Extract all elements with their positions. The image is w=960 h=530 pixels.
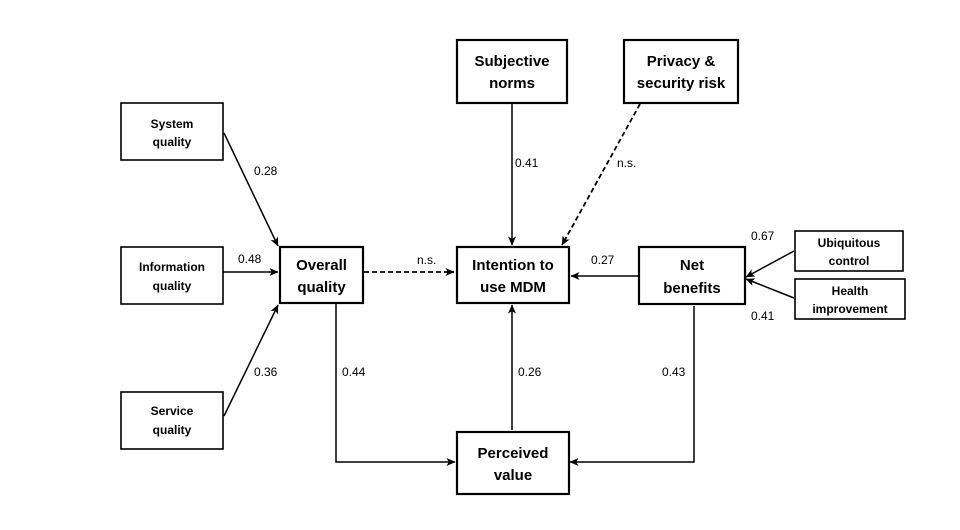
edge-label-overall-intention: n.s. [417, 253, 436, 267]
node-ubiquitous-control-line-1: Ubiquitous [818, 236, 881, 250]
edge-label-information-overall: 0.48 [238, 252, 262, 266]
edge-net-to-perceived [569, 306, 695, 467]
edge-label-privacy-intention: n.s. [617, 156, 636, 170]
node-ubiquitous-control-line-2: control [829, 254, 870, 268]
node-system-quality: System quality [120, 102, 224, 161]
node-service-quality-line-2: quality [153, 423, 192, 437]
node-net-benefits-line-2: benefits [663, 280, 721, 297]
node-overall-quality: Overall quality [278, 245, 365, 305]
nodes: System quality Information quality Servi… [120, 38, 906, 496]
node-information-quality-line-1: Information [139, 260, 205, 274]
node-privacy-security-risk: Privacy & security risk [622, 38, 740, 105]
edge-label-perceived-intention: 0.26 [518, 365, 542, 379]
edge-label-net-perceived: 0.43 [662, 365, 686, 379]
node-subjective-norms: Subjective norms [455, 38, 569, 105]
edge-label-overall-perceived: 0.44 [342, 365, 366, 379]
node-health-improvement: Health improvement [794, 278, 906, 320]
edge-overall-to-perceived [335, 303, 456, 467]
edge-label-ubiquitous-net: 0.67 [751, 229, 775, 243]
node-perceived-value-line-1: Perceived [478, 445, 549, 462]
edge-label-subjective-intention: 0.41 [515, 156, 539, 170]
edges: 0.28 0.48 0.36 n.s. 0.41 n.s. 0.27 0.67 … [223, 103, 795, 467]
edge-label-system-overall: 0.28 [254, 164, 278, 178]
edge-health-to-net [745, 278, 795, 299]
node-ubiquitous-control: Ubiquitous control [794, 230, 904, 272]
edge-service-to-overall [223, 304, 279, 417]
node-perceived-value-line-2: value [494, 467, 532, 484]
node-perceived-value: Perceived value [455, 430, 571, 496]
node-intention-to-use-line-1: Intention to [472, 257, 554, 274]
node-intention-to-use-line-2: use MDM [480, 279, 546, 296]
node-subjective-norms-line-1: Subjective [474, 53, 549, 70]
node-system-quality-line-2: quality [153, 135, 192, 149]
edge-ubiquitous-to-net [745, 250, 795, 278]
node-subjective-norms-line-2: norms [489, 75, 535, 92]
node-service-quality: Service quality [120, 391, 224, 450]
node-privacy-security-risk-line-2: security risk [637, 75, 726, 92]
node-system-quality-line-1: System [151, 117, 194, 131]
edge-label-net-intention: 0.27 [591, 253, 615, 267]
edge-system-to-overall [223, 132, 279, 247]
edge-privacy-to-intention [561, 103, 641, 246]
node-net-benefits: Net benefits [637, 245, 747, 306]
node-overall-quality-line-2: quality [297, 279, 346, 296]
node-intention-to-use: Intention to use MDM [455, 245, 571, 305]
node-net-benefits-line-1: Net [680, 257, 704, 274]
node-health-improvement-line-2: improvement [812, 302, 887, 316]
edge-label-health-net: 0.41 [751, 309, 775, 323]
node-health-improvement-line-1: Health [832, 284, 869, 298]
node-privacy-security-risk-line-1: Privacy & [647, 53, 716, 70]
edge-label-service-overall: 0.36 [254, 365, 278, 379]
node-information-quality: Information quality [120, 246, 224, 305]
node-service-quality-line-1: Service [151, 404, 194, 418]
node-information-quality-line-2: quality [153, 279, 192, 293]
node-overall-quality-line-1: Overall [296, 257, 347, 274]
